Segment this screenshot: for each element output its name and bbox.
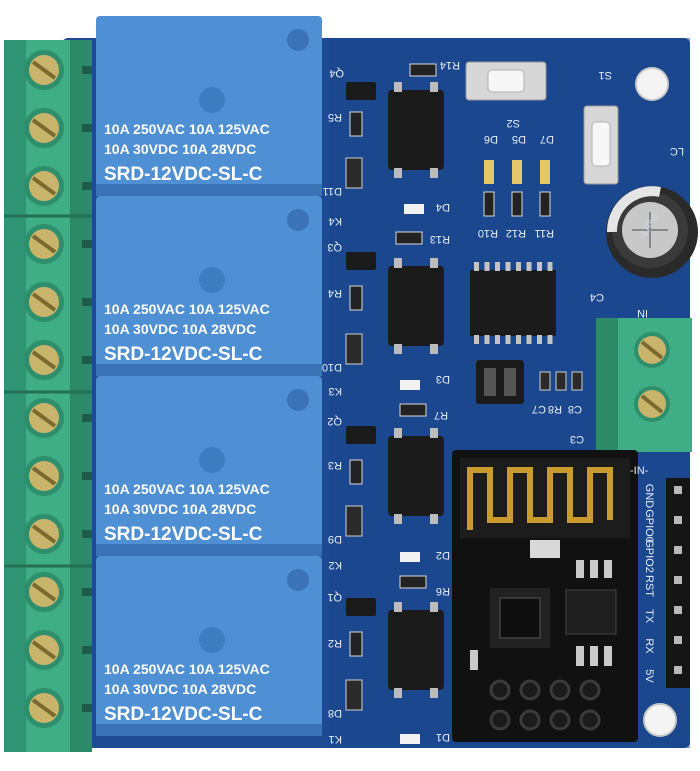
- relay-model: SRD-12VDC-SL-C: [104, 524, 263, 545]
- tact-switch-s1: [583, 105, 619, 185]
- label-c4: C4: [590, 291, 604, 303]
- jumper-header: [476, 360, 524, 404]
- optocoupler-1: [388, 610, 444, 690]
- relay-rating-line2: 10A 30VDC 10A 28VDC: [104, 681, 256, 697]
- terminal-screws: [24, 50, 92, 728]
- tact-switch-s2: [465, 61, 547, 101]
- relay-model: SRD-12VDC-SL-C: [104, 164, 263, 185]
- label-d4: D4: [436, 201, 450, 213]
- relay-4: 10A 250VAC 10A 125VAC 10A 30VDC 10A 28VDC…: [96, 556, 322, 736]
- relay-model: SRD-12VDC-SL-C: [104, 344, 263, 365]
- label-d1: D1: [436, 731, 450, 743]
- terminal-screw: [24, 282, 92, 322]
- relay-rating-line2: 10A 30VDC 10A 28VDC: [104, 141, 256, 157]
- label-r8: R8: [548, 403, 562, 415]
- label-q1: Q1: [327, 591, 342, 603]
- pin-label: TX: [643, 609, 655, 624]
- relay-rating-line1: 10A 250VAC 10A 125VAC: [104, 481, 270, 497]
- relay-rating-line1: 10A 250VAC 10A 125VAC: [104, 301, 270, 317]
- label-c7: C7: [532, 403, 546, 415]
- pin-label: GPIO2: [643, 539, 655, 573]
- terminal-screw: [24, 166, 92, 206]
- label-r3: R3: [328, 459, 342, 471]
- main-ic: [470, 262, 556, 344]
- terminal-screw: [24, 456, 92, 496]
- terminal-screw: [24, 224, 92, 264]
- pin-label: 5V: [643, 669, 655, 683]
- label-r6: R6: [436, 585, 450, 597]
- label-d3: D3: [436, 373, 450, 385]
- pin-label: RX: [643, 638, 655, 654]
- relay-group: 10A 250VAC 10A 125VAC 10A 30VDC 10A 28VDC…: [96, 16, 322, 736]
- relay-rating-line2: 10A 30VDC 10A 28VDC: [104, 321, 256, 337]
- terminal-screw: [24, 688, 92, 728]
- label-q2: Q2: [327, 415, 342, 427]
- label-d7: D7: [540, 133, 554, 145]
- label-d9: D9: [328, 533, 342, 545]
- label-r7: R7: [434, 409, 448, 421]
- label-d11: D11: [323, 185, 342, 197]
- relay-2: 10A 250VAC 10A 125VAC 10A 30VDC 10A 28VDC…: [96, 196, 322, 376]
- label-d5: D5: [512, 133, 526, 145]
- terminal-screw: [24, 108, 92, 148]
- terminal-screw: [24, 340, 92, 380]
- label-r10: R10: [478, 227, 498, 239]
- label-k3: K3: [329, 385, 342, 397]
- label-r11: R11: [535, 227, 554, 239]
- label-in-top: IN: [637, 307, 648, 319]
- label-d2: D2: [436, 549, 450, 561]
- label-c3: C3: [570, 433, 584, 445]
- label-r12: R12: [506, 227, 526, 239]
- label-q3: Q3: [327, 241, 342, 253]
- label-r2: R2: [328, 637, 342, 649]
- label-in-header: -IN-: [630, 465, 649, 477]
- label-lc: LC: [670, 145, 684, 157]
- relay-rating-line1: 10A 250VAC 10A 125VAC: [104, 661, 270, 677]
- pin-header: [666, 478, 690, 688]
- terminal-screw: [24, 630, 92, 670]
- pin-label: RST: [643, 575, 655, 597]
- terminal-screw: [24, 50, 92, 90]
- label-r5: R5: [328, 111, 342, 123]
- status-leds: [400, 160, 550, 744]
- label-q4: Q4: [329, 67, 344, 79]
- label-k2: K2: [329, 559, 342, 571]
- optocoupler-3: [388, 266, 444, 346]
- electrolytic-capacitor: [606, 186, 698, 278]
- silkscreen-labels: Q4 R14 S1 S2 R5 D11 K4 D4 D6 D5 D7 R10 R…: [322, 59, 684, 745]
- mounting-holes: [635, 67, 677, 737]
- pin-label: GPIO0: [643, 509, 655, 543]
- esp8266-module: [452, 450, 638, 742]
- power-terminal: [596, 318, 692, 452]
- relay-model: SRD-12VDC-SL-C: [104, 704, 263, 725]
- pcb-antenna-trace: [467, 467, 613, 530]
- label-s2: S2: [507, 117, 520, 129]
- label-c8: C8: [568, 403, 582, 415]
- label-s1: S1: [599, 69, 612, 81]
- terminal-screw: [24, 398, 92, 438]
- relay-3: 10A 250VAC 10A 125VAC 10A 30VDC 10A 28VDC…: [96, 376, 322, 556]
- pin-label: GND: [643, 484, 655, 509]
- label-r13: R13: [430, 233, 450, 245]
- optocoupler-2: [388, 436, 444, 516]
- label-d6: D6: [484, 133, 498, 145]
- label-d8: D8: [328, 707, 342, 719]
- label-d10: D10: [322, 361, 342, 373]
- relay-rating-line1: 10A 250VAC 10A 125VAC: [104, 121, 270, 137]
- relay-1: 10A 250VAC 10A 125VAC 10A 30VDC 10A 28VDC…: [96, 16, 322, 196]
- terminal-screw: [24, 572, 92, 612]
- label-k4: K4: [329, 215, 342, 227]
- transistor-area: [345, 63, 551, 744]
- label-k1: K1: [329, 733, 342, 745]
- terminal-screw: [24, 514, 92, 554]
- optocoupler-4: [388, 90, 444, 170]
- relay-rating-line2: 10A 30VDC 10A 28VDC: [104, 501, 256, 517]
- label-r14: R14: [440, 59, 460, 71]
- label-r4: R4: [328, 287, 342, 299]
